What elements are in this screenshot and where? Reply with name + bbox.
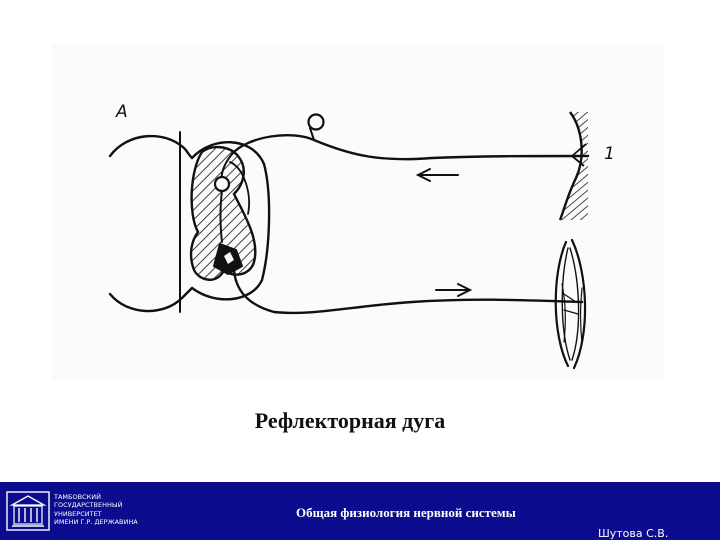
label-a: A — [116, 102, 128, 122]
afferent-root — [230, 134, 590, 161]
reflex-arc-drawing — [108, 111, 590, 370]
spinal-cord-left-outline — [108, 134, 194, 160]
afferent-ganglion-stalk — [309, 127, 315, 141]
efferent-axon — [232, 268, 584, 315]
interneuron-cell — [213, 175, 231, 193]
course-title: Общая физиология нервной системы — [296, 505, 516, 520]
footer-bar: ТАМБОВСКИЙ ГОСУДАРСТВЕННЫЙ УНИВЕРСИТЕТ И… — [0, 482, 720, 540]
grey-matter — [189, 145, 257, 281]
spinal-ganglion-cell — [307, 113, 325, 131]
university-logo: ТАМБОВСКИЙ ГОСУДАРСТВЕННЫЙ УНИВЕРСИТЕТ И… — [4, 488, 138, 534]
label-1: 1 — [604, 144, 615, 164]
reflex-arc-diagram: A 1 — [52, 44, 664, 380]
skin-receptor — [558, 111, 588, 221]
logo-text: ТАМБОВСКИЙ ГОСУДАРСТВЕННЫЙ УНИВЕРСИТЕТ И… — [54, 493, 138, 527]
author-name: Шутова С.В. — [598, 527, 669, 540]
slide-caption: Рефлекторная дуга — [254, 408, 446, 433]
university-crest-icon — [6, 491, 50, 531]
effector-muscle — [554, 238, 587, 370]
spinal-cord-right-outline — [190, 141, 271, 301]
